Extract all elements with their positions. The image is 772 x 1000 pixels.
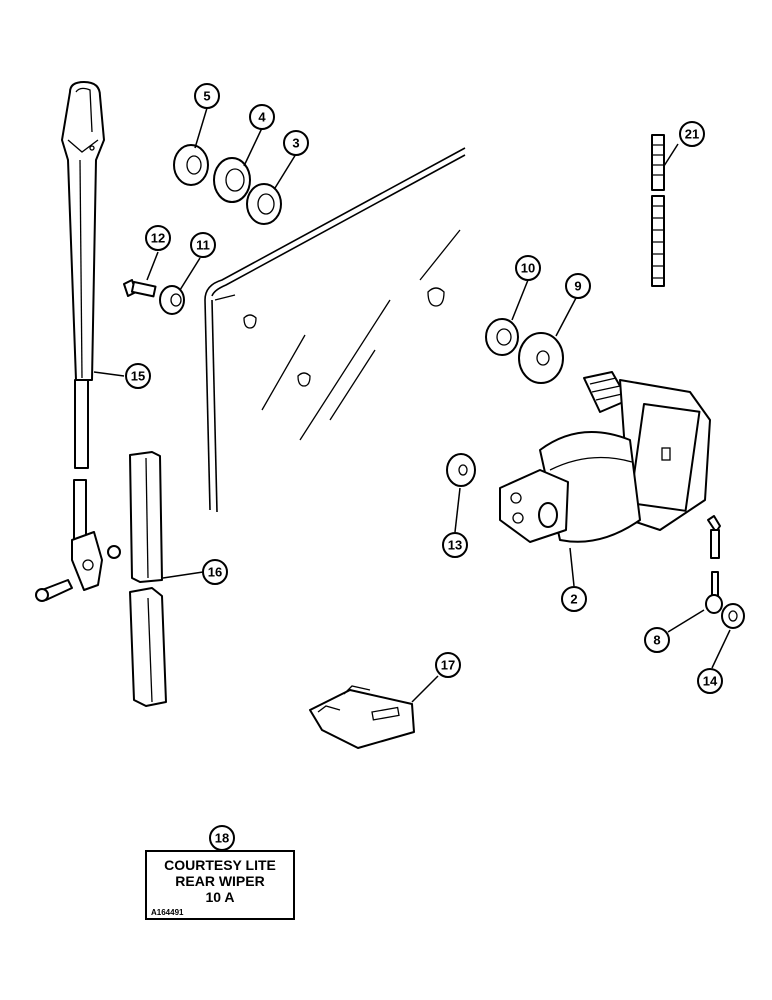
fuse-label-line2: REAR WIPER [175,873,265,889]
callout-14: 14 [697,668,723,694]
callout-13: 13 [442,532,468,558]
callout-4: 4 [249,104,275,130]
callout-18: 18 [209,825,235,851]
nut-14 [721,603,745,629]
svg-text:18: 18 [215,831,229,846]
callout-10: 10 [515,255,541,281]
terminal-8 [705,515,723,614]
callout-5: 5 [194,83,220,109]
callout-9: 9 [565,273,591,299]
fuse-label-line3: 10 A [205,889,235,905]
washer-4 [213,157,251,203]
part-code: A164491 [151,908,184,917]
wiper-arm [61,81,105,469]
screw-12 [123,279,157,298]
wiper-blade [129,451,167,707]
washer-3 [246,183,282,225]
wiper-motor [499,371,711,543]
svg-text:12: 12 [151,231,165,246]
callout-15: 15 [125,363,151,389]
svg-text:21: 21 [685,127,699,142]
blade-mount [35,479,121,602]
svg-text:5: 5 [203,89,210,104]
callout-12: 12 [145,225,171,251]
svg-text:4: 4 [258,110,266,125]
callout-3: 3 [283,130,309,156]
svg-text:14: 14 [703,674,718,689]
svg-text:8: 8 [653,633,660,648]
callout-2: 2 [561,586,587,612]
svg-text:3: 3 [292,136,299,151]
fuse-label-decal: COURTESY LITE REAR WIPER 10 A A164491 [145,850,295,920]
svg-text:15: 15 [131,369,145,384]
washer-13 [446,453,476,487]
svg-text:2: 2 [570,592,577,607]
svg-text:13: 13 [448,538,462,553]
bushing-11 [159,285,185,315]
fuse-17 [309,685,415,749]
fuse-label-line1: COURTESY LITE [164,857,276,873]
washer-9 [518,332,564,384]
callout-17: 17 [435,652,461,678]
callout-8: 8 [644,627,670,653]
rear-glass [204,147,466,513]
nut-5 [173,144,209,186]
svg-text:16: 16 [208,565,222,580]
callout-11: 11 [190,232,216,258]
svg-text:17: 17 [441,658,455,673]
washer-10 [485,318,519,356]
svg-text:10: 10 [521,261,535,276]
svg-text:11: 11 [196,238,210,253]
svg-text:9: 9 [574,279,581,294]
callout-21: 21 [679,121,705,147]
callout-16: 16 [202,559,228,585]
threaded-rod-21 [651,134,665,287]
